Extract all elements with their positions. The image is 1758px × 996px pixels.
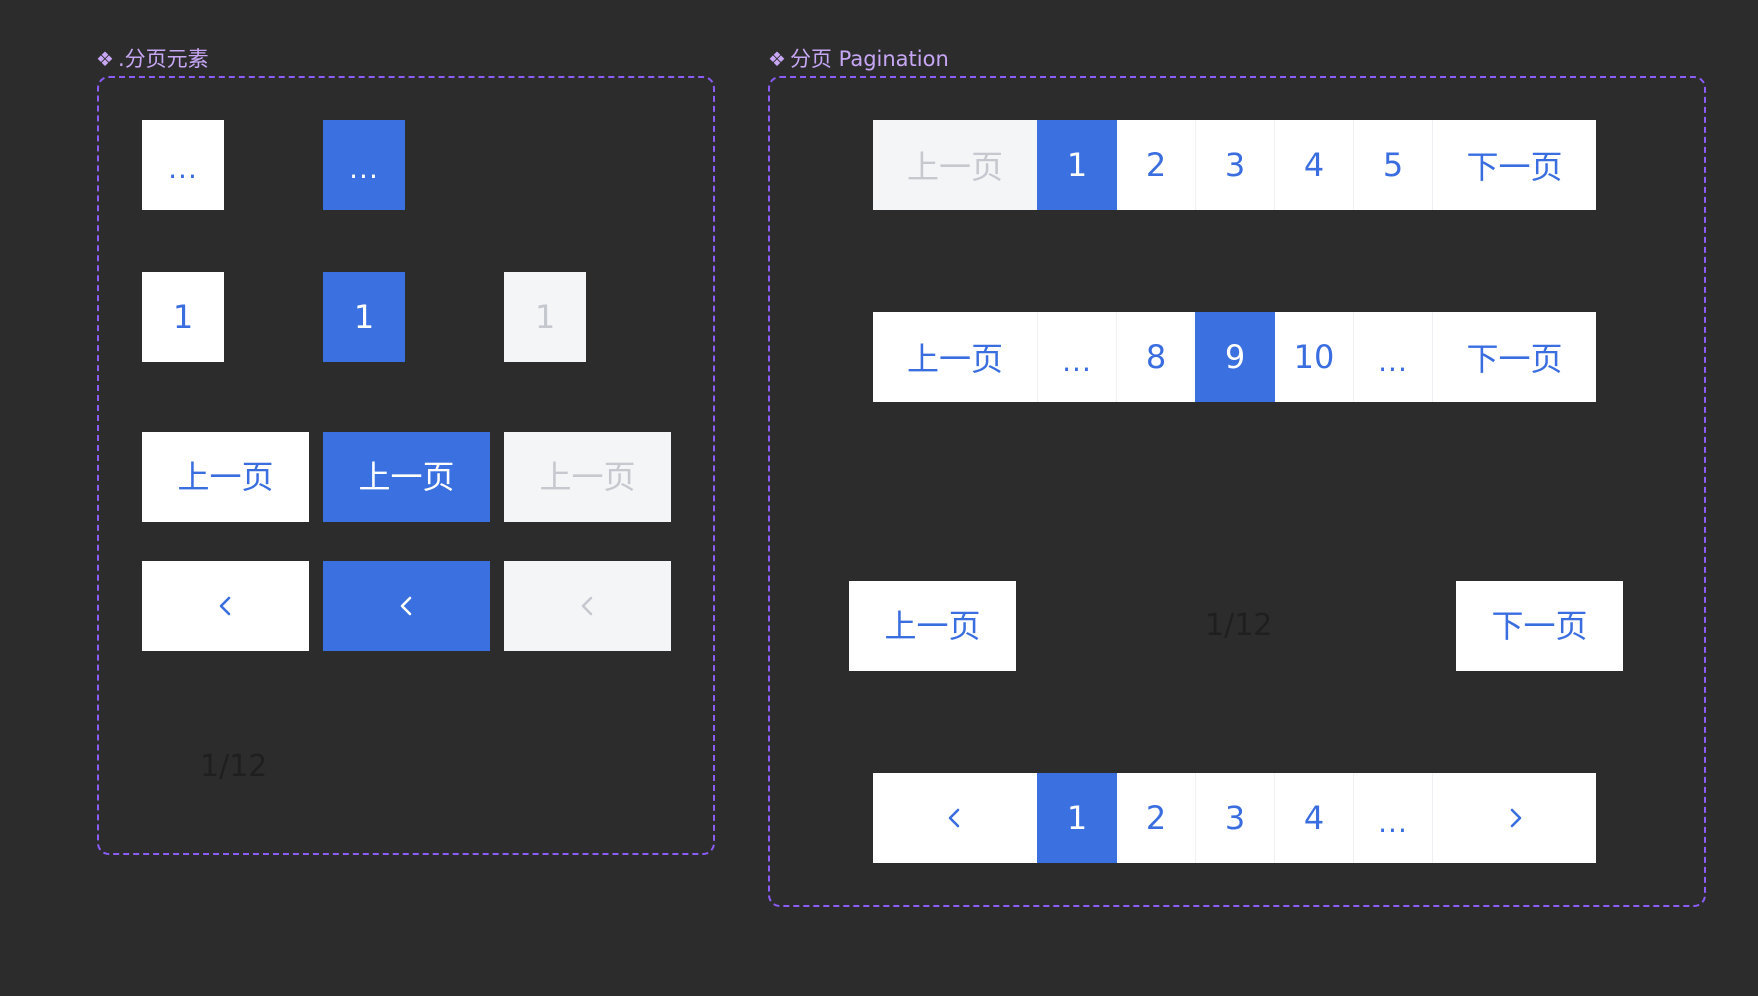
prev-button-default[interactable]: 上一页 [142, 432, 309, 522]
chevron-left-icon [400, 596, 411, 616]
page-number: 10 [1293, 338, 1335, 376]
page-button-2[interactable]: 2 [1116, 120, 1195, 210]
simple-prev-button[interactable]: 上一页 [849, 581, 1016, 671]
ellipsis-text: ... [1062, 344, 1092, 378]
component-icon: ❖ [96, 47, 114, 71]
next-page-label: 下一页 [1466, 148, 1563, 186]
ellipsis-cell-default[interactable]: ... [142, 120, 224, 210]
next-page-button[interactable]: 下一页 [1432, 120, 1596, 210]
right-frame-title: 分页 Pagination [789, 47, 949, 71]
ellipsis-text: ... [168, 152, 198, 185]
component-icon: ❖ [768, 47, 786, 71]
ellipsis-text: ... [349, 152, 379, 185]
prev-page-label: 上一页 [884, 607, 981, 645]
prev-button-disabled: 上一页 [504, 432, 671, 522]
pagination-frame [768, 76, 1706, 907]
page-number: 8 [1145, 338, 1167, 376]
page-number: 1 [1066, 799, 1088, 837]
chevron-left-icon [581, 596, 592, 616]
simple-next-button[interactable]: 下一页 [1456, 581, 1623, 671]
prev-arrow-button[interactable] [873, 773, 1037, 863]
next-page-label: 下一页 [1491, 607, 1588, 645]
page-button-10[interactable]: 10 [1274, 312, 1353, 402]
page-number: 2 [1145, 146, 1167, 184]
prev-page-button: 上一页 [873, 120, 1037, 210]
page-button-4[interactable]: 4 [1274, 773, 1353, 863]
prev-button-label: 上一页 [177, 458, 274, 496]
left-frame-label: ❖.分页元素 [96, 46, 209, 72]
page-button-9[interactable]: 9 [1195, 312, 1274, 402]
page-number-text: 1 [534, 298, 556, 336]
page-button-3[interactable]: 3 [1195, 120, 1274, 210]
page-counter-text: 1/12 [1205, 608, 1273, 643]
page-button-5[interactable]: 5 [1353, 120, 1432, 210]
right-frame-label: ❖分页 Pagination [768, 46, 949, 72]
prev-arrow-button-default[interactable] [142, 561, 309, 651]
prev-arrow-button-disabled [504, 561, 671, 651]
page-number: 4 [1303, 799, 1325, 837]
page-number: 3 [1224, 799, 1246, 837]
prev-arrow-button-active[interactable] [323, 561, 490, 651]
pagination-bar-first-page: 上一页 1 2 3 4 5 下一页 [873, 120, 1596, 210]
next-page-label: 下一页 [1466, 340, 1563, 378]
prev-button-label: 上一页 [539, 458, 636, 496]
ellipsis-cell-active[interactable]: ... [323, 120, 405, 210]
chevron-left-icon [219, 596, 230, 616]
page-number: 4 [1303, 146, 1325, 184]
prev-page-button[interactable]: 上一页 [873, 312, 1037, 402]
pagination-bar-middle-page: 上一页 ... 8 9 10 ... 下一页 [873, 312, 1596, 402]
pagination-bar-arrows: 1 2 3 4 ... [873, 773, 1596, 863]
ellipsis-text: ... [1378, 344, 1408, 378]
page-number: 3 [1224, 146, 1246, 184]
page-button-3[interactable]: 3 [1195, 773, 1274, 863]
pagination-elements-frame [97, 76, 715, 855]
page-number-text: 1 [353, 298, 375, 336]
page-button-2[interactable]: 2 [1116, 773, 1195, 863]
prev-page-label: 上一页 [906, 148, 1003, 186]
left-frame-title: .分页元素 [117, 47, 209, 71]
page-button-1[interactable]: 1 [1037, 120, 1116, 210]
page-number: 9 [1224, 338, 1246, 376]
prev-button-active[interactable]: 上一页 [323, 432, 490, 522]
prev-button-label: 上一页 [358, 458, 455, 496]
next-page-button[interactable]: 下一页 [1432, 312, 1596, 402]
next-arrow-button[interactable] [1432, 773, 1596, 863]
ellipsis-button-start[interactable]: ... [1037, 312, 1116, 402]
page-counter-text: 1/12 [200, 749, 268, 784]
page-number-text: 1 [172, 298, 194, 336]
page-number: 2 [1145, 799, 1167, 837]
page-button-4[interactable]: 4 [1274, 120, 1353, 210]
ellipsis-button[interactable]: ... [1353, 773, 1432, 863]
chevron-right-icon [1510, 808, 1521, 828]
page-button-1[interactable]: 1 [1037, 773, 1116, 863]
ellipsis-text: ... [1378, 805, 1408, 839]
chevron-left-icon [948, 808, 960, 828]
page-number-cell-disabled: 1 [504, 272, 586, 362]
prev-page-label: 上一页 [906, 340, 1003, 378]
page-number: 1 [1066, 146, 1088, 184]
page-number-cell-default[interactable]: 1 [142, 272, 224, 362]
ellipsis-button-end[interactable]: ... [1353, 312, 1432, 402]
page-number: 5 [1382, 146, 1404, 184]
page-button-8[interactable]: 8 [1116, 312, 1195, 402]
page-number-cell-active[interactable]: 1 [323, 272, 405, 362]
